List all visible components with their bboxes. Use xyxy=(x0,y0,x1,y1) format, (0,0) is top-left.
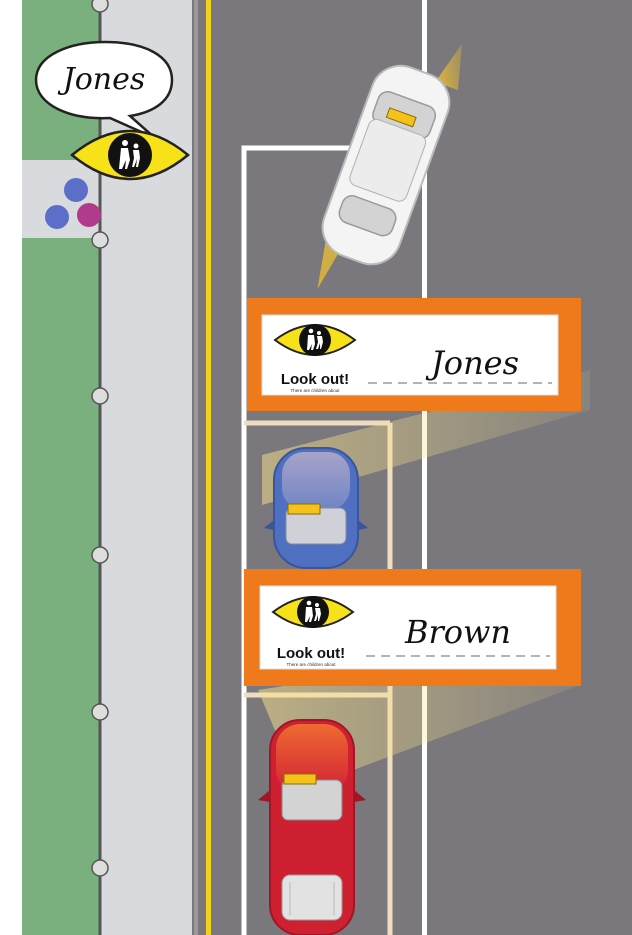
sign-tagline: There are children about xyxy=(290,388,340,393)
sign-brand: Look out! xyxy=(281,371,349,388)
speech-bubble-name: Jones xyxy=(57,62,146,97)
center-line xyxy=(206,0,211,935)
look-out-sign-1: Look out! There are children about Jones xyxy=(247,298,581,411)
sign-name: Jones xyxy=(425,344,519,382)
road-edge-line xyxy=(194,0,198,935)
sign-name: Brown xyxy=(404,613,511,651)
grass-verge xyxy=(22,0,100,935)
sign-brand: Look out! xyxy=(277,645,345,662)
look-out-sign-2: Look out! There are children about Brown xyxy=(244,569,581,686)
blue-car xyxy=(264,448,368,568)
sign-tagline: There are children about xyxy=(286,662,336,667)
red-car xyxy=(258,720,366,935)
